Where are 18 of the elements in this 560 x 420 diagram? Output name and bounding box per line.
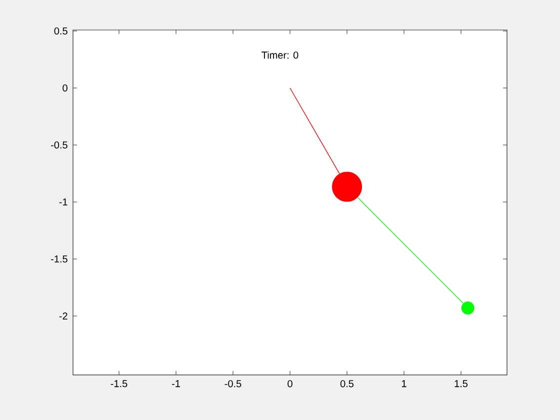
timer-label: Timer: 0 bbox=[262, 51, 298, 59]
tick-label: -1 bbox=[59, 198, 68, 206]
tick-label: 1.5 bbox=[454, 380, 468, 388]
tick-label: 0.5 bbox=[54, 27, 68, 35]
rod bbox=[290, 88, 340, 174]
tick-label: 0 bbox=[288, 380, 292, 388]
tick-label: -0.5 bbox=[224, 380, 242, 388]
tick-label: -1 bbox=[172, 380, 180, 388]
tick-label: 0.5 bbox=[340, 380, 354, 388]
tick-label: -1.5 bbox=[110, 380, 128, 388]
pendulum-bob bbox=[461, 302, 474, 314]
tick-label: -2 bbox=[59, 312, 68, 320]
rod bbox=[357, 197, 464, 304]
pendulum-bob bbox=[332, 172, 362, 202]
tick-label: 0 bbox=[62, 84, 68, 92]
tick-label: 1 bbox=[402, 380, 406, 388]
tick-label: -1.5 bbox=[51, 256, 68, 262]
tick-label: -0.5 bbox=[51, 141, 68, 149]
